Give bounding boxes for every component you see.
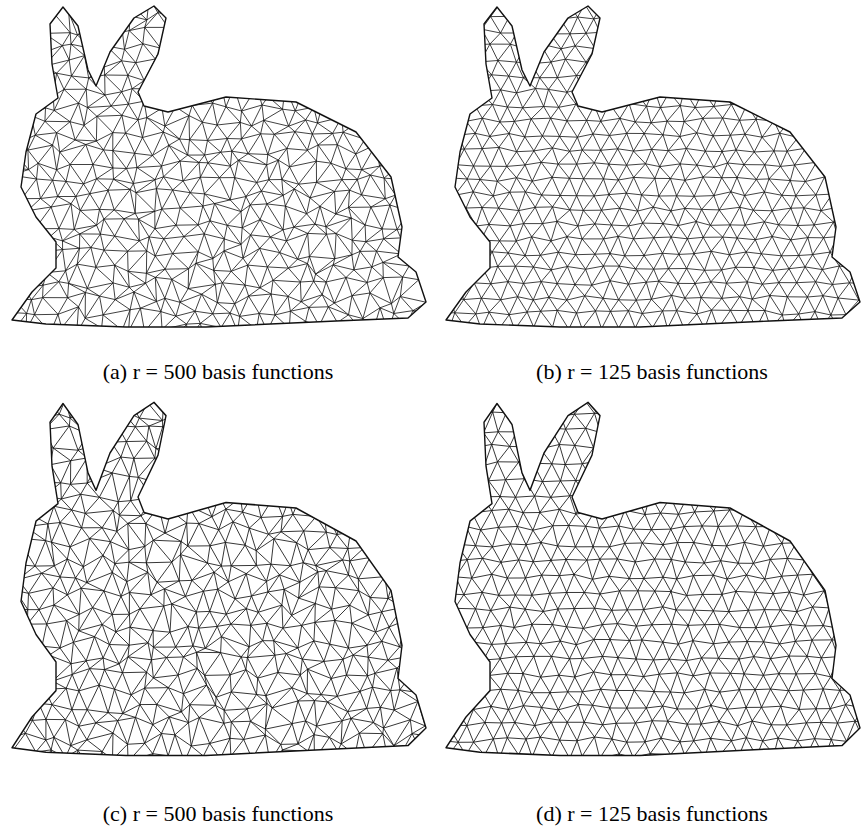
mesh-outline <box>12 6 426 327</box>
bunny-mesh <box>2 394 437 778</box>
mesh-edges <box>442 396 863 772</box>
figure-caption: (b) r = 125 basis functions <box>536 359 768 385</box>
figure-caption: (c) r = 500 basis functions <box>103 801 334 827</box>
bunny-mesh <box>439 0 863 330</box>
figure-caption: (a) r = 500 basis functions <box>103 359 334 385</box>
mesh-edges <box>439 0 863 330</box>
mesh-lines <box>442 396 863 772</box>
bunny-mesh <box>442 396 863 772</box>
mesh-outline <box>12 402 426 755</box>
mesh-outline <box>446 6 860 327</box>
mesh-lines <box>2 394 437 778</box>
mesh-lines <box>439 0 863 330</box>
bunny-mesh <box>4 0 430 347</box>
mesh-edges <box>2 394 437 778</box>
figure-caption: (d) r = 125 basis functions <box>536 801 768 827</box>
mesh-edges <box>4 0 430 347</box>
mesh-lines <box>4 0 430 347</box>
mesh-outline <box>446 402 860 755</box>
